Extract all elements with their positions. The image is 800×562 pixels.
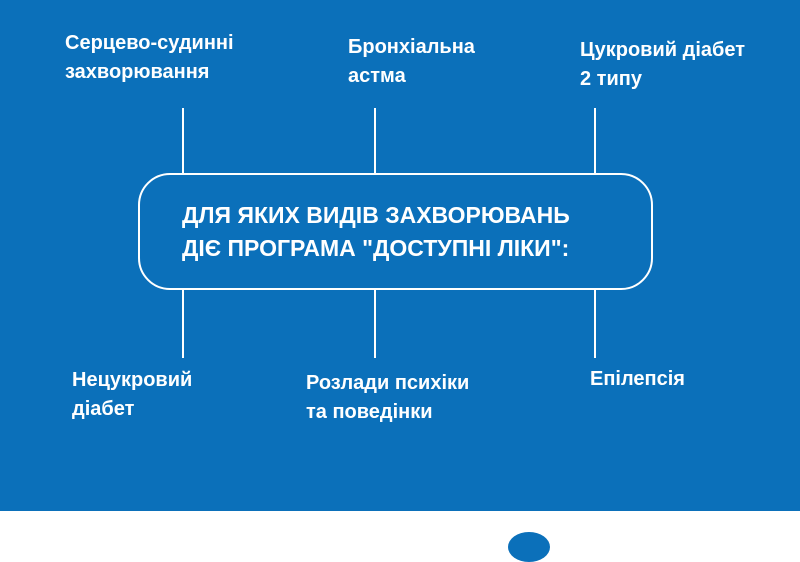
- connector-line: [374, 290, 376, 358]
- disease-mental-disorders: Розлади психіки та поведінки: [306, 372, 470, 423]
- center-box: [138, 173, 653, 290]
- disease-asthma: Бронхіальна астма: [348, 36, 475, 87]
- connector-line: [374, 108, 376, 173]
- disease-diabetes-type2: Цукровий діабет 2 типу: [580, 39, 745, 90]
- disease-epilepsy: Епілепсія: [590, 368, 685, 390]
- connector-line: [594, 290, 596, 358]
- diagram-panel: Серцево-судинні захворювання Бронхіальна…: [0, 0, 800, 511]
- logo-icon: [508, 532, 550, 562]
- disease-diabetes-insipidus: Нецукровий діабет: [72, 369, 193, 420]
- disease-cardiovascular: Серцево-судинні захворювання: [65, 32, 234, 83]
- connector-line: [182, 108, 184, 173]
- connector-line: [182, 290, 184, 358]
- center-title: ДЛЯ ЯКИХ ВИДІВ ЗАХВОРЮВАНЬ ДІЄ ПРОГРАМА …: [182, 202, 570, 261]
- connector-line: [594, 108, 596, 173]
